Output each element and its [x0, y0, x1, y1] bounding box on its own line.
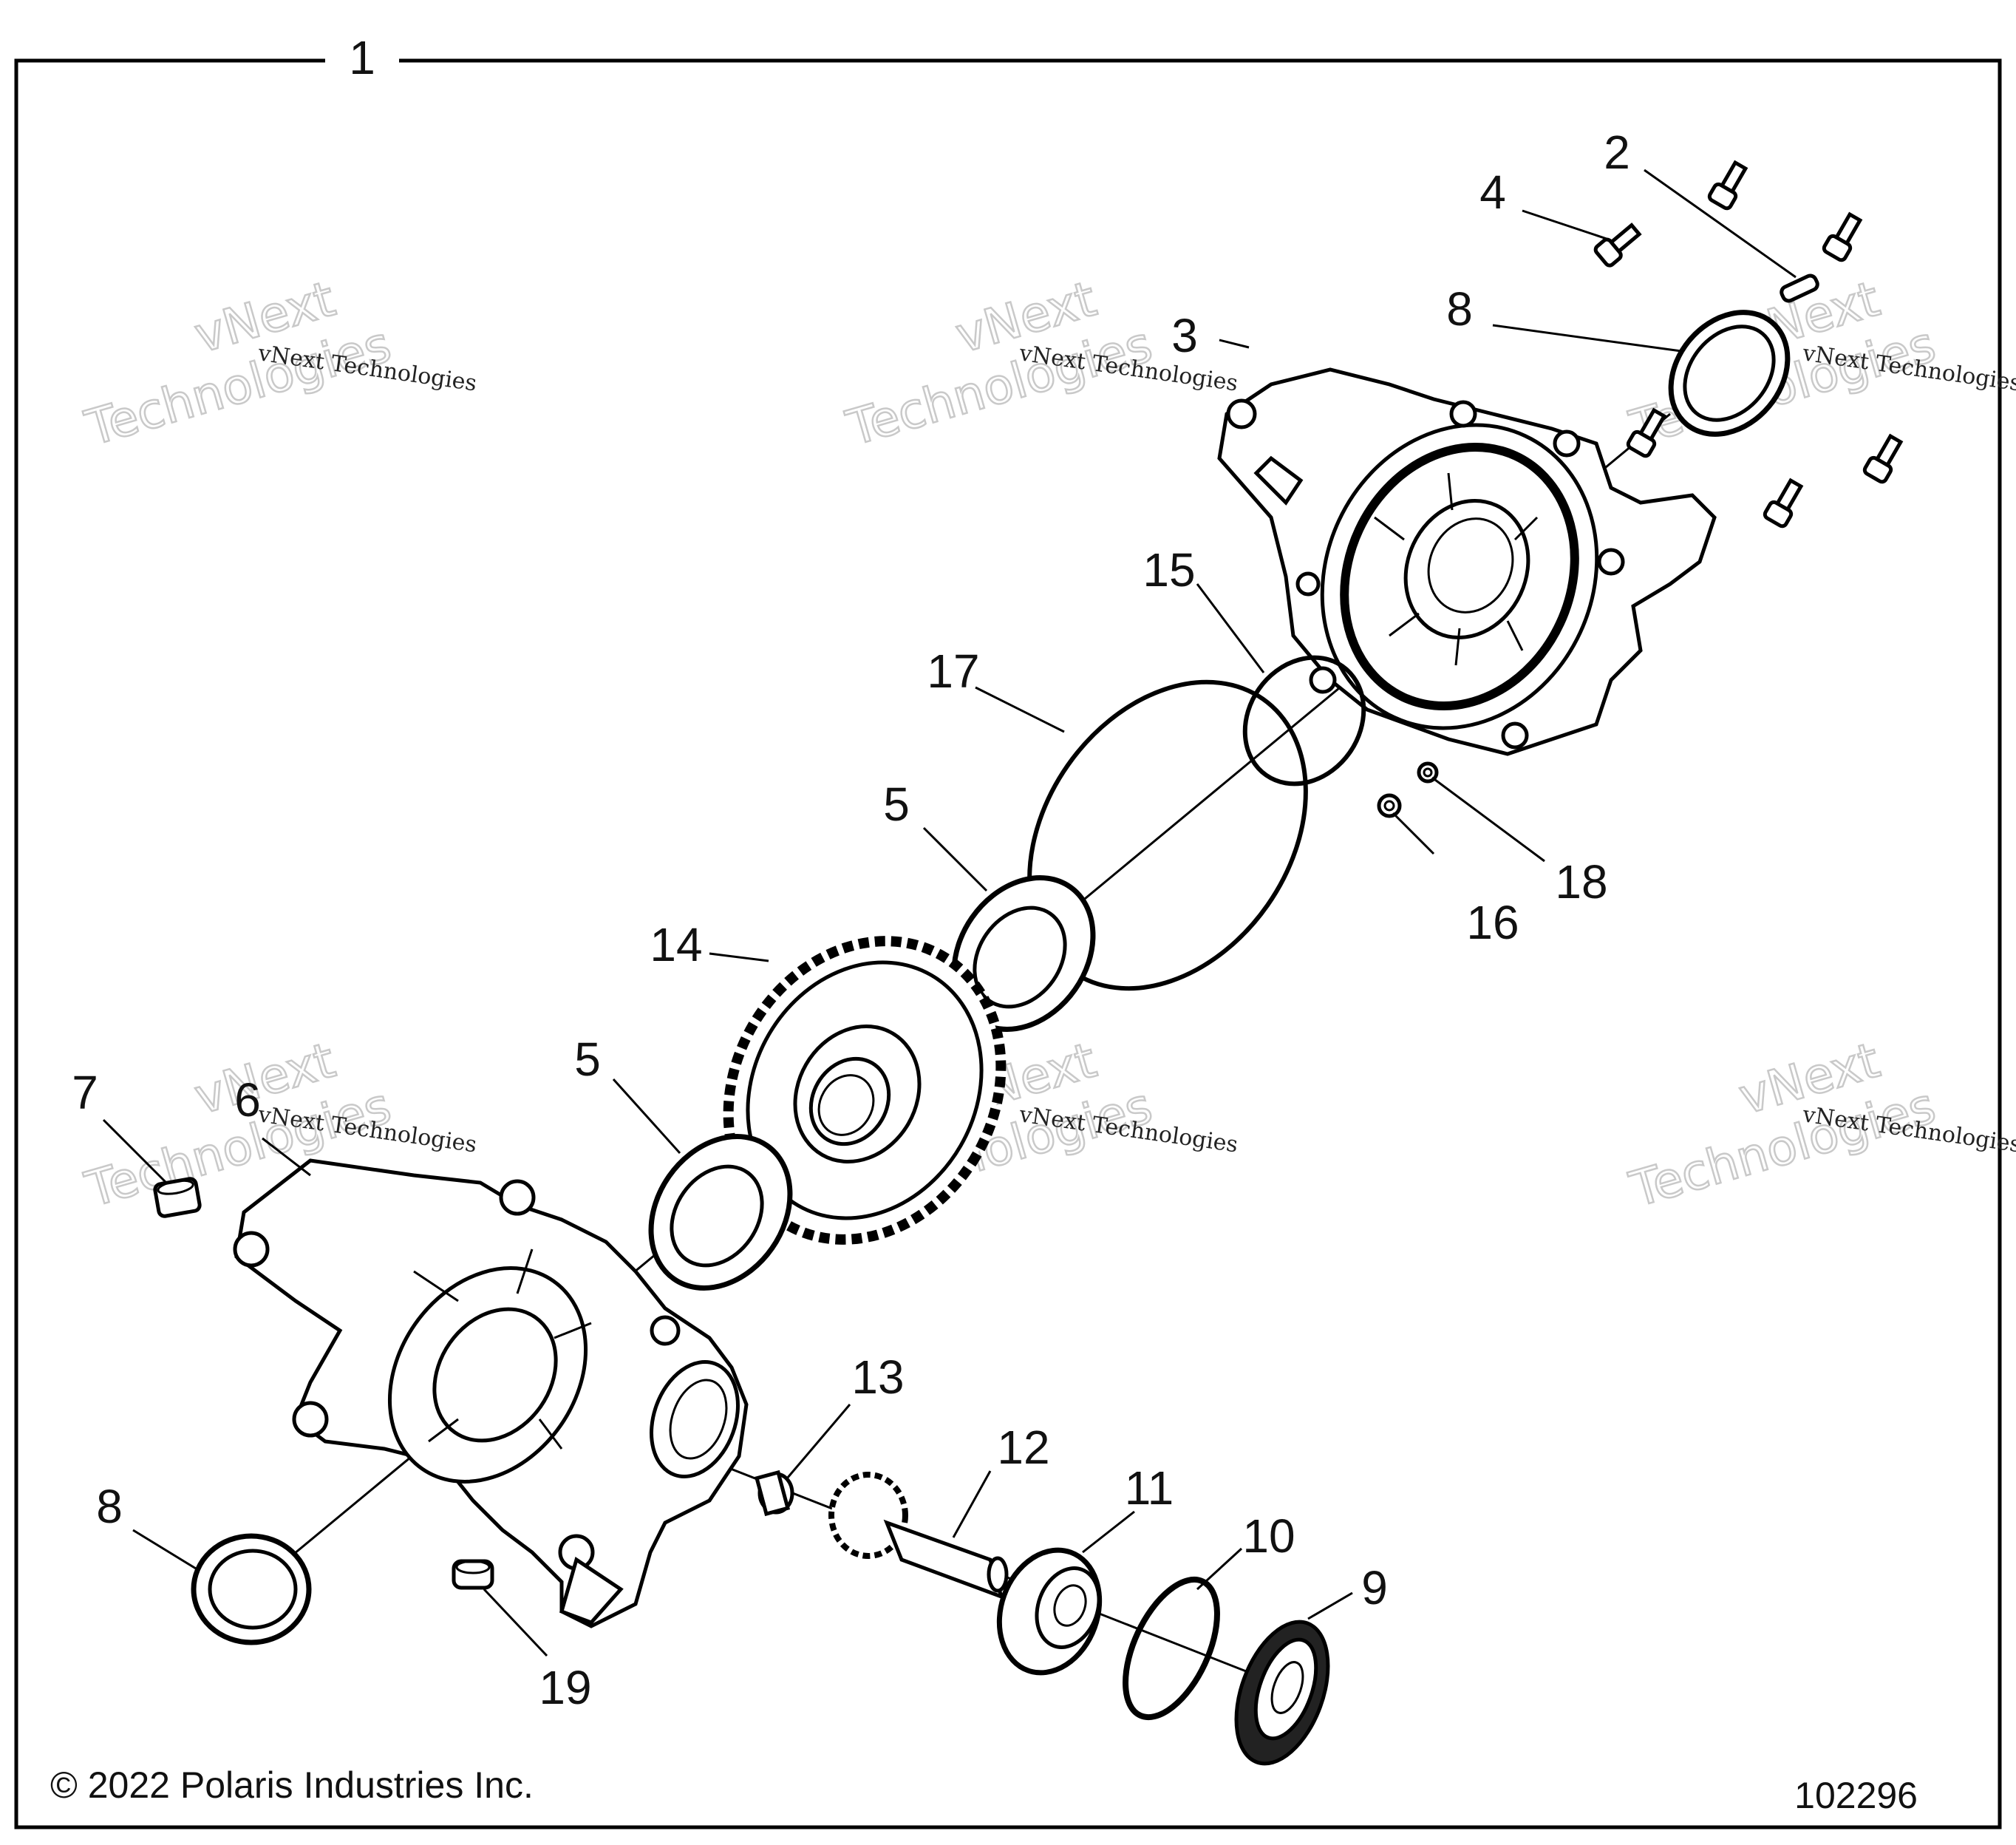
callout-4: 4 — [1479, 166, 1506, 219]
callout-16: 16 — [1466, 896, 1519, 949]
callout-10: 10 — [1242, 1509, 1295, 1563]
diagram-number: 102296 — [1794, 1775, 1918, 1816]
callout-12: 12 — [997, 1421, 1049, 1474]
drain-plug — [1377, 793, 1402, 818]
leader-lines — [102, 169, 1797, 1657]
lower-bearing — [648, 1134, 793, 1291]
upper-bearing — [951, 875, 1096, 1032]
callout-8-lower: 8 — [96, 1480, 123, 1533]
callout-5-lower: 5 — [574, 1033, 601, 1086]
watermark-6: vNext Technologies vNext Technologies — [1623, 1030, 2016, 1219]
callout-19: 19 — [539, 1661, 591, 1714]
assembly-frame — [14, 58, 2002, 1829]
ring-gear — [723, 936, 1007, 1245]
callout-7: 7 — [72, 1066, 98, 1119]
cover-bolts — [1593, 160, 1904, 529]
cover-housing — [1217, 367, 1717, 756]
upper-oil-seal — [1668, 310, 1791, 437]
dowel-pin — [1780, 273, 1819, 303]
watermark-1: vNext Technologies vNext Technologies — [78, 269, 478, 458]
pinion-shaft — [828, 1472, 1009, 1600]
callout-13: 13 — [851, 1350, 904, 1404]
pinion-bearing — [996, 1547, 1103, 1676]
copyright-notice: © 2022 Polaris Industries Inc. — [50, 1764, 534, 1806]
callout-labels: 1 2 4 3 8 15 17 5 18 16 14 5 7 6 13 12 1… — [72, 31, 1630, 1714]
pinion-seal — [1234, 1620, 1330, 1766]
callout-11: 11 — [1125, 1461, 1174, 1515]
breather-fitting — [452, 1559, 494, 1590]
snap-ring — [1123, 1576, 1220, 1721]
callout-14: 14 — [650, 918, 702, 971]
main-housing — [233, 1158, 749, 1628]
fill-plug — [1417, 761, 1439, 784]
callout-18: 18 — [1555, 855, 1607, 908]
lower-oil-seal — [191, 1533, 312, 1645]
callout-5-upper: 5 — [883, 778, 910, 831]
callout-8-upper: 8 — [1446, 282, 1473, 336]
callout-9: 9 — [1361, 1561, 1388, 1614]
callout-17: 17 — [927, 645, 979, 698]
callout-1: 1 — [349, 31, 375, 84]
small-o-ring — [1242, 655, 1366, 786]
watermark-2: vNext Technologies vNext Technologies — [840, 269, 1239, 458]
callout-3: 3 — [1171, 309, 1198, 362]
callout-15: 15 — [1142, 543, 1195, 597]
pinion-bushing — [754, 1469, 794, 1517]
callout-6: 6 — [234, 1073, 261, 1127]
housing-plug — [153, 1177, 202, 1218]
callout-2: 2 — [1604, 126, 1630, 179]
